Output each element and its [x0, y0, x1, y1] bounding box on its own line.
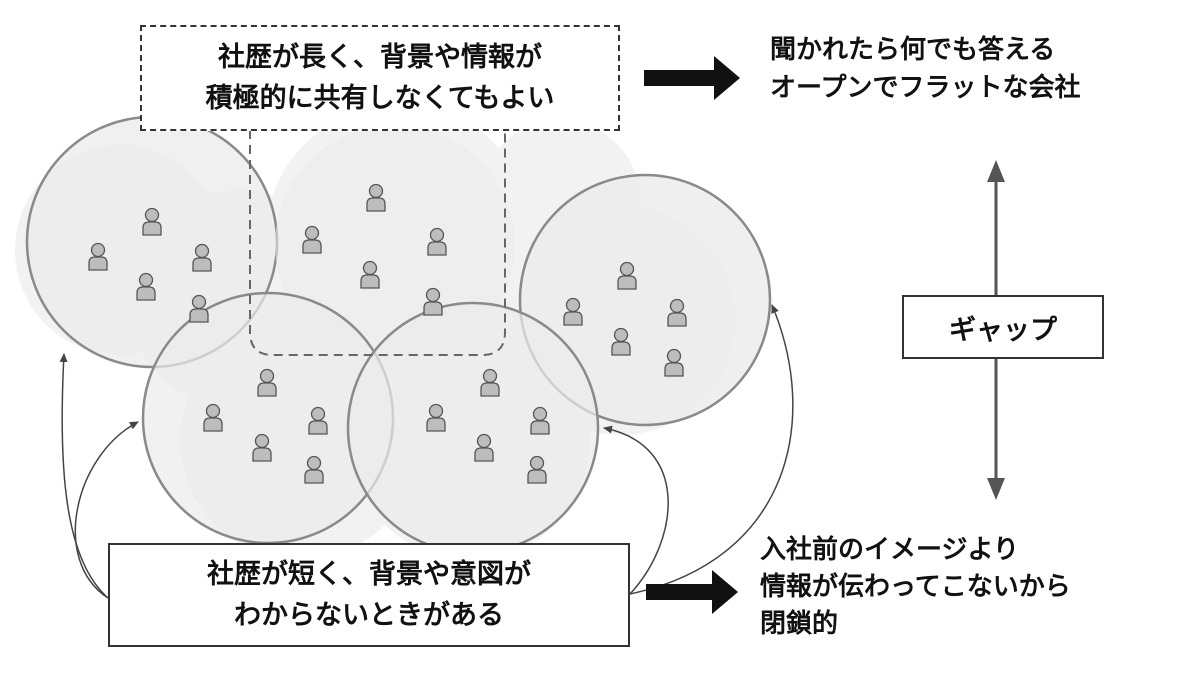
- person-icon: [426, 403, 446, 432]
- group-circle-bottom-center: [346, 301, 600, 555]
- person-icon: [563, 297, 583, 326]
- person-icon: [257, 368, 277, 397]
- bottom-result-line-1: 入社前のイメージより: [760, 535, 1019, 565]
- person-icon: [617, 261, 637, 290]
- bottom-result-line-2: 情報が伝わってこないから: [760, 572, 1071, 602]
- person-icon: [308, 406, 328, 435]
- person-icon: [611, 327, 631, 356]
- gap-label-box: ギャップ: [902, 295, 1104, 359]
- person-icon: [360, 260, 380, 289]
- person-icon: [480, 368, 500, 397]
- person-icon: [192, 243, 212, 272]
- top-condition-line-2: 積極的に共有しなくてもよい: [205, 83, 555, 114]
- top-condition-box: 社歴が長く、背景や情報が 積極的に共有しなくてもよい: [140, 25, 620, 131]
- top-condition-line-1: 社歴が長く、背景や情報が: [218, 42, 542, 73]
- people-group: [88, 183, 687, 484]
- person-icon: [667, 298, 687, 327]
- bottom-condition-line-1: 社歴が短く、背景や意図が: [207, 559, 531, 590]
- person-icon: [423, 287, 443, 316]
- top-result-line-1: 聞かれたら何でも答える: [770, 35, 1056, 65]
- curve-arrow-to-left-circle: [59, 353, 109, 599]
- person-icon: [302, 225, 322, 254]
- curve-arrow-to-right-circle: [629, 304, 794, 595]
- person-icon: [366, 183, 386, 212]
- group-circle-right: [518, 173, 772, 427]
- curve-arrow-to-bottom-center-circle: [603, 425, 669, 595]
- person-icon: [136, 272, 156, 301]
- block-arrow-top: [644, 56, 740, 100]
- bottom-result-line-3: 閉鎖的: [760, 609, 839, 639]
- top-result-text: 聞かれたら何でも答える オープンでフラットな会社: [770, 31, 1080, 107]
- bottom-result-text: 入社前のイメージより 情報が伝わってこないから 閉鎖的: [760, 532, 1071, 643]
- bottom-condition-box: 社歴が短く、背景や意図が わからないときがある: [108, 543, 630, 647]
- block-arrow-bottom: [646, 570, 738, 614]
- person-icon: [252, 433, 272, 462]
- person-icon: [530, 406, 550, 435]
- curve-arrow-to-bottom-left-circle: [74, 421, 139, 599]
- person-icon: [88, 242, 108, 271]
- person-icon: [142, 207, 162, 236]
- person-icon: [203, 403, 223, 432]
- gap-label: ギャップ: [949, 314, 1057, 346]
- person-icon: [527, 455, 547, 484]
- person-icon: [664, 348, 684, 377]
- dashed-group-outline: [249, 130, 506, 356]
- bottom-condition-line-2: わからないときがある: [234, 600, 504, 631]
- person-icon: [427, 227, 447, 256]
- person-icon: [189, 294, 209, 323]
- top-result-line-2: オープンでフラットな会社: [770, 73, 1081, 103]
- person-icon: [304, 455, 324, 484]
- person-icon: [474, 433, 494, 462]
